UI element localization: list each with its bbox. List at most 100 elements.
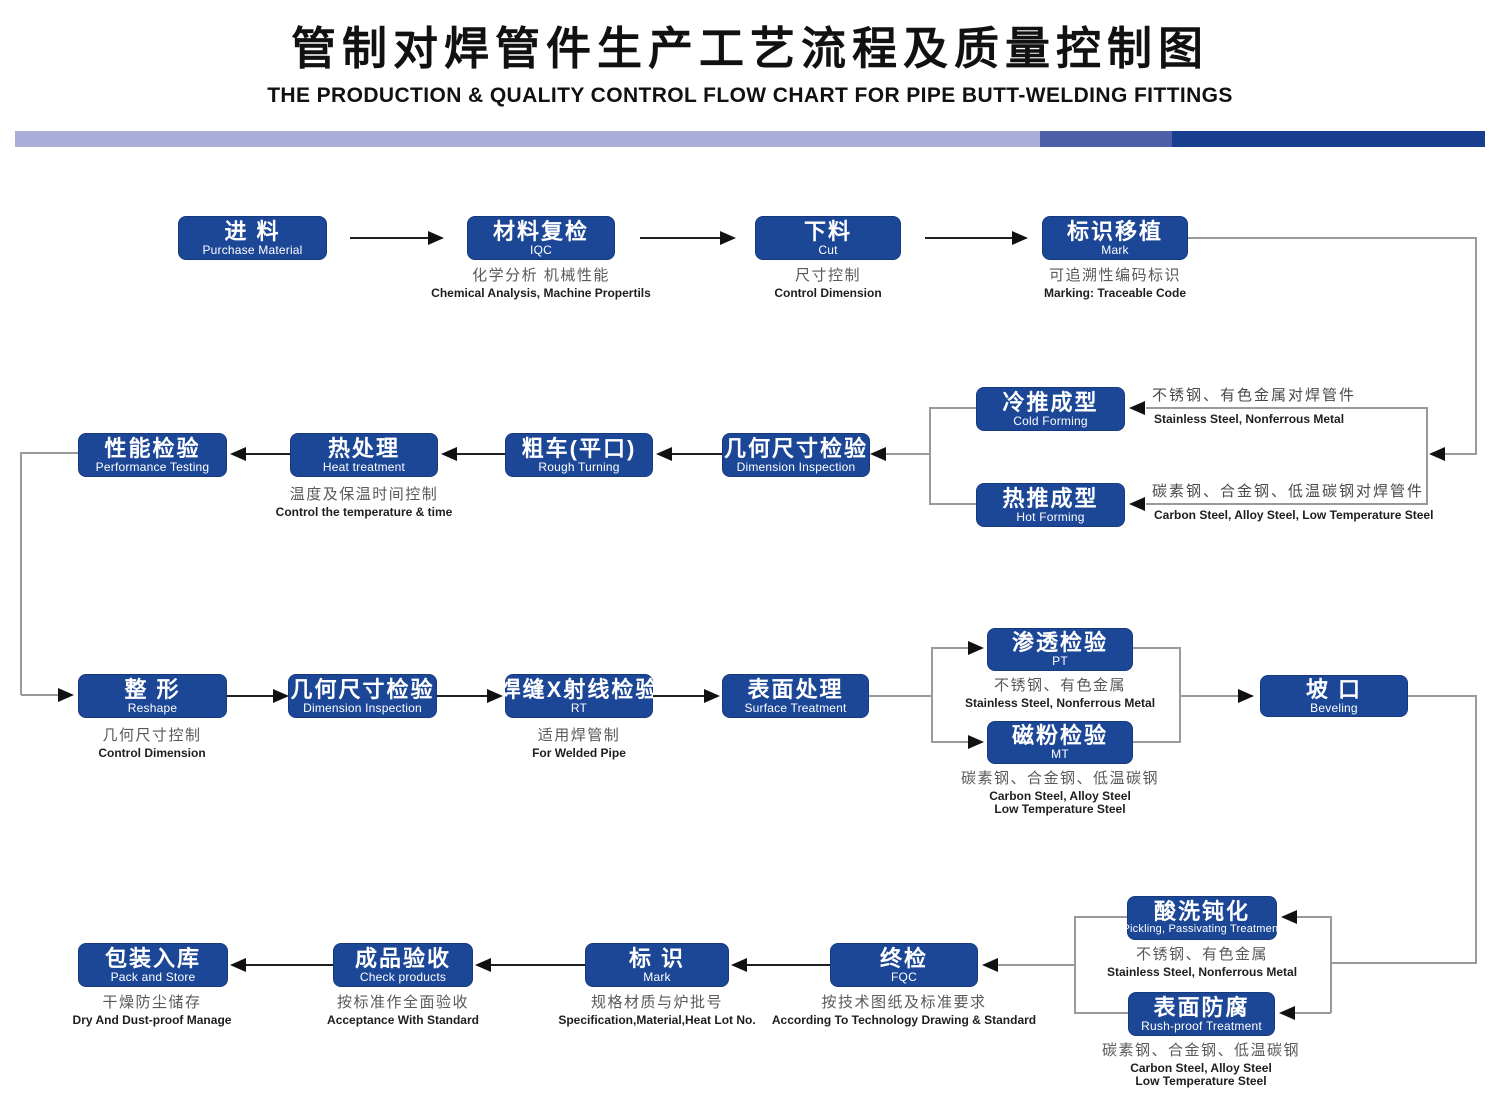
caption-en: Stainless Steel, Nonferrous Metal bbox=[964, 696, 1156, 710]
flow-line bbox=[747, 964, 830, 966]
node-heat-treatment: 热处理 Heat treatment bbox=[290, 433, 438, 477]
node-mark-label: 标 识 Mark bbox=[585, 943, 729, 987]
node-mt: 磁粉检验 MT bbox=[987, 721, 1133, 764]
caption-rust-proof: 碳素钢、合金钢、低温碳钢 Carbon Steel, Alloy Steel L… bbox=[1102, 1042, 1300, 1088]
node-label-zh: 整 形 bbox=[124, 676, 181, 702]
node-label-zh: 几何尺寸检验 bbox=[290, 676, 435, 702]
connector-line bbox=[932, 647, 968, 649]
caption-zh: 尺寸控制 bbox=[794, 267, 861, 284]
node-label-zh: 磁粉检验 bbox=[1011, 723, 1108, 749]
caption-rt: 适用焊管制 For Welded Pipe bbox=[532, 727, 626, 760]
caption-mark-transplant: 可追溯性编码标识 Marking: Traceable Code bbox=[1044, 267, 1186, 300]
flow-line bbox=[246, 964, 333, 966]
node-label-en: IQC bbox=[530, 242, 552, 257]
connector-line bbox=[21, 694, 58, 696]
node-beveling: 坡 口 Beveling bbox=[1260, 675, 1408, 717]
arrow-icon bbox=[230, 447, 246, 461]
connector-line bbox=[1146, 407, 1427, 409]
arrow-icon bbox=[230, 958, 246, 972]
caption-zh: 按技术图纸及标准要求 bbox=[821, 994, 987, 1011]
node-mark-transplant: 标识移植 Mark bbox=[1042, 216, 1188, 260]
flow-line bbox=[350, 237, 428, 239]
node-cut: 下料 Cut bbox=[755, 216, 901, 260]
node-label-en: Dimension Inspection bbox=[303, 700, 422, 715]
caption-en: Control Dimension bbox=[774, 286, 882, 300]
connector-line bbox=[1075, 916, 1127, 918]
caption-zh: 碳素钢、合金钢、低温碳钢 bbox=[960, 770, 1160, 787]
node-label-en: Mark bbox=[1101, 242, 1129, 257]
flow-line bbox=[925, 237, 1012, 239]
header-bar-mid bbox=[1040, 131, 1172, 147]
caption-iqc: 化学分析 机械性能 Chemical Analysis, Machine Pro… bbox=[431, 267, 651, 300]
node-label-en: Pickling, Passivating Treatment bbox=[1122, 923, 1282, 936]
node-fqc: 终检 FQC bbox=[830, 943, 978, 987]
caption-en2: Low Temperature Steel bbox=[1135, 1074, 1267, 1088]
caption-cut: 尺寸控制 Control Dimension bbox=[774, 267, 881, 300]
caption-zh: 几何尺寸控制 bbox=[102, 727, 202, 744]
node-rough-turning: 粗车(平口) Rough Turning bbox=[505, 433, 653, 477]
node-iqc: 材料复检 IQC bbox=[467, 216, 615, 260]
connector-line bbox=[930, 407, 976, 409]
caption-en: Carbon Steel, Alloy Steel bbox=[989, 789, 1131, 803]
node-label-zh: 粗车(平口) bbox=[521, 435, 637, 461]
node-hot-forming: 热推成型 Hot Forming bbox=[976, 483, 1125, 527]
node-label-en: FQC bbox=[891, 969, 917, 984]
caption-en: Control the temperature & time bbox=[275, 505, 453, 519]
page-title-en: THE PRODUCTION & QUALITY CONTROL FLOW CH… bbox=[267, 84, 1233, 107]
arrow-icon bbox=[1429, 447, 1445, 461]
caption-en2: Low Temperature Steel bbox=[994, 802, 1126, 816]
note-hot-forming-en: Carbon Steel, Alloy Steel, Low Temperatu… bbox=[1154, 508, 1434, 522]
node-label-zh: 标识移植 bbox=[1066, 218, 1163, 244]
node-label-en: Surface Treatment bbox=[744, 700, 847, 715]
page-title-zh: 管制对焊管件生产工艺流程及质量控制图 bbox=[290, 23, 1209, 74]
arrow-icon bbox=[1279, 1006, 1295, 1020]
connector-line bbox=[1330, 916, 1332, 1013]
connector-line bbox=[1445, 453, 1476, 455]
arrow-icon bbox=[475, 958, 491, 972]
arrow-icon bbox=[731, 958, 747, 972]
connector-line bbox=[1133, 647, 1180, 649]
node-label-zh: 标 识 bbox=[628, 945, 686, 971]
connector-line bbox=[1146, 503, 1427, 505]
node-surface-treatment: 表面处理 Surface Treatment bbox=[722, 674, 869, 718]
connector-line bbox=[1297, 916, 1331, 918]
node-check-products: 成品验收 Check products bbox=[333, 943, 473, 987]
caption-mark-label: 规格材质与炉批号 Specification,Material,Heat Lot… bbox=[558, 994, 755, 1027]
node-label-en: Performance Testing bbox=[95, 459, 210, 474]
arrow-icon bbox=[58, 688, 74, 702]
node-label-en: Hot Forming bbox=[1016, 509, 1085, 524]
arrow-icon bbox=[704, 689, 720, 703]
node-label-zh: 表面处理 bbox=[747, 676, 844, 702]
node-label-en: RT bbox=[570, 700, 588, 715]
connector-line bbox=[21, 452, 78, 454]
caption-en: Specification,Material,Heat Lot No. bbox=[558, 1013, 756, 1027]
caption-en: For Welded Pipe bbox=[532, 746, 626, 760]
node-label-en: Rush-proof Treatment bbox=[1141, 1018, 1262, 1033]
node-dimension-inspection-2: 几何尺寸检验 Dimension Inspection bbox=[288, 674, 437, 718]
node-label-en: Dimension Inspection bbox=[736, 459, 856, 474]
flow-line bbox=[491, 964, 585, 966]
node-performance-testing: 性能检验 Performance Testing bbox=[78, 433, 227, 477]
caption-zh: 适用焊管制 bbox=[537, 727, 621, 744]
arrow-icon bbox=[1281, 910, 1297, 924]
connector-line bbox=[1475, 695, 1477, 964]
caption-zh: 不锈钢、有色金属 bbox=[1135, 946, 1268, 963]
flow-line bbox=[672, 453, 722, 455]
caption-en: Chemical Analysis, Machine Propertils bbox=[431, 286, 651, 300]
node-pt: 渗透检验 PT bbox=[987, 628, 1133, 671]
header-bar-dark bbox=[1172, 131, 1485, 147]
node-rust-proof: 表面防腐 Rush-proof Treatment bbox=[1128, 992, 1275, 1036]
node-pack-store: 包装入库 Pack and Store bbox=[78, 943, 228, 987]
node-label-en: Rough Turning bbox=[538, 459, 620, 474]
node-label-en: Cut bbox=[818, 242, 838, 257]
arrow-icon bbox=[1129, 497, 1145, 511]
connector-line bbox=[1408, 695, 1477, 697]
flow-line bbox=[653, 695, 704, 697]
connector-line bbox=[20, 452, 22, 695]
caption-en: Marking: Traceable Code bbox=[1043, 286, 1187, 300]
connector-line bbox=[998, 964, 1075, 966]
caption-reshape: 几何尺寸控制 Control Dimension bbox=[98, 727, 205, 760]
caption-en: Stainless Steel, Nonferrous Metal bbox=[1106, 965, 1298, 979]
caption-pickling: 不锈钢、有色金属 Stainless Steel, Nonferrous Met… bbox=[1107, 946, 1297, 979]
connector-line bbox=[929, 407, 931, 505]
